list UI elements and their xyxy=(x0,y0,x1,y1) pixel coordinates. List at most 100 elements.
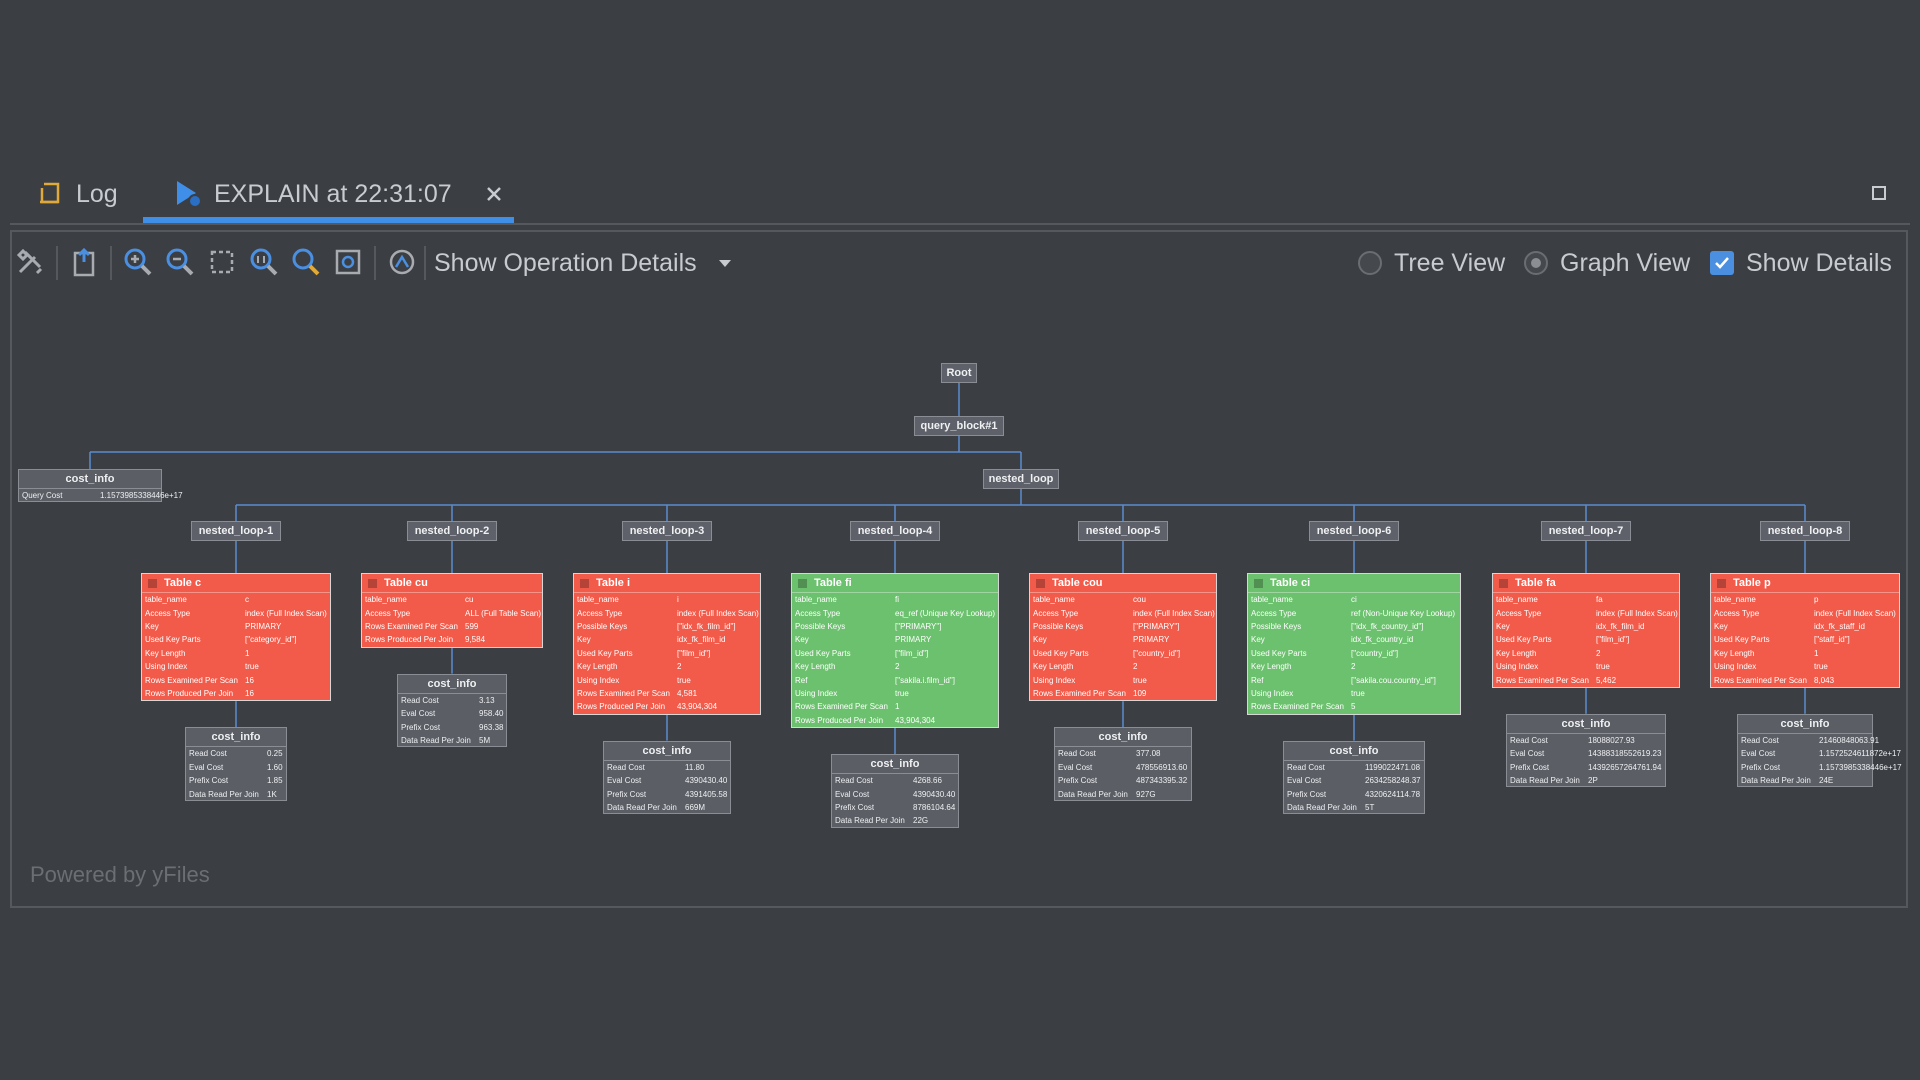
root-node[interactable]: Root xyxy=(941,363,977,383)
maximize-button[interactable] xyxy=(1872,186,1886,200)
cost-info-title: cost_info xyxy=(398,675,506,694)
table-node-title: Table p xyxy=(1733,577,1771,589)
zoom-in-icon[interactable] xyxy=(122,246,154,278)
detail-value: ["film_id"] xyxy=(895,648,929,658)
table-node-title: Table ci xyxy=(1270,577,1311,589)
nested-loop-child-node[interactable]: nested_loop-2 xyxy=(407,521,497,541)
nested-loop-child-node[interactable]: nested_loop-7 xyxy=(1541,521,1631,541)
detail-value: fi xyxy=(895,595,899,605)
fit-content-icon[interactable] xyxy=(332,246,364,278)
detail-key: Key Length xyxy=(1714,648,1755,658)
detail-key: table_name xyxy=(1251,595,1293,605)
nested-loop-child-node[interactable]: nested_loop-4 xyxy=(850,521,940,541)
tab-explain[interactable]: EXPLAIN at 22:31:07 xyxy=(174,172,502,216)
detail-value: 2 xyxy=(1133,662,1138,672)
find-icon[interactable] xyxy=(290,246,322,278)
detail-value: ["PRIMARY"] xyxy=(1133,621,1180,631)
detail-value: ["country_id"] xyxy=(1351,648,1399,658)
detail-value: ref (Non-Unique Key Lookup) xyxy=(1351,608,1456,618)
show-details-checkbox[interactable]: Show Details xyxy=(1710,245,1892,281)
operation-details-dropdown[interactable]: Show Operation Details xyxy=(434,245,731,281)
nested-loop-child-node[interactable]: nested_loop-8 xyxy=(1760,521,1850,541)
detail-value: ["idx_fk_film_id"] xyxy=(677,621,736,631)
tab-log[interactable]: Log xyxy=(38,172,118,216)
detail-value: p xyxy=(1814,595,1819,605)
detail-key: Read Cost xyxy=(1741,735,1779,745)
detail-key: Read Cost xyxy=(1510,735,1548,745)
detail-value: PRIMARY xyxy=(245,621,282,631)
nested-loop-node[interactable]: nested_loop xyxy=(983,469,1059,489)
select-area-icon[interactable] xyxy=(206,246,238,278)
settings-icon[interactable] xyxy=(14,246,46,278)
detail-key: Key Length xyxy=(795,662,836,672)
zoom-out-icon[interactable] xyxy=(164,246,196,278)
actual-size-icon[interactable] xyxy=(248,246,280,278)
detail-key: table_name xyxy=(577,595,619,605)
detail-key: Prefix Cost xyxy=(401,722,441,732)
detail-value: ["film_id"] xyxy=(677,648,711,658)
detail-value: 2 xyxy=(1596,648,1601,658)
export-icon[interactable] xyxy=(68,246,100,278)
detail-value: ["idx_fk_country_id"] xyxy=(1351,621,1424,631)
nested-loop-child-node[interactable]: nested_loop-1 xyxy=(191,521,281,541)
detail-key: Access Type xyxy=(1251,608,1297,618)
detail-value: fa xyxy=(1596,595,1603,605)
detail-key: Data Read Per Join xyxy=(189,789,259,799)
detail-row: Possible Keys["PRIMARY"] xyxy=(1030,620,1216,633)
detail-value: index (Full Index Scan) xyxy=(1814,608,1896,618)
detail-value: cu xyxy=(465,595,474,605)
detail-key: Possible Keys xyxy=(1251,621,1302,631)
table-node-title: Table fi xyxy=(814,577,852,589)
nested-loop-child-node[interactable]: nested_loop-5 xyxy=(1078,521,1168,541)
detail-value: 1 xyxy=(895,702,900,712)
detail-key: Key xyxy=(577,635,591,645)
query-block-node[interactable]: query_block#1 xyxy=(914,416,1004,436)
layout-icon[interactable] xyxy=(386,246,418,278)
table-node-title: Table cu xyxy=(384,577,428,589)
close-icon[interactable] xyxy=(486,186,502,202)
graph-view-radio[interactable]: Graph View xyxy=(1524,245,1690,281)
detail-key: Used Key Parts xyxy=(1714,635,1770,645)
detail-value: index (Full Index Scan) xyxy=(677,608,759,618)
tree-view-radio[interactable]: Tree View xyxy=(1358,245,1505,281)
detail-value: 478556913.60 xyxy=(1136,762,1188,772)
detail-key: Prefix Cost xyxy=(607,789,647,799)
table-icon xyxy=(1499,578,1508,588)
nested-loop-child-node[interactable]: nested_loop-6 xyxy=(1309,521,1399,541)
table-icon xyxy=(368,578,377,588)
detail-key: Data Read Per Join xyxy=(607,802,677,812)
detail-value: 14388318552619.23 xyxy=(1588,749,1662,759)
detail-value: 927G xyxy=(1136,789,1156,799)
nested-loop-child-node[interactable]: nested_loop-3 xyxy=(622,521,712,541)
